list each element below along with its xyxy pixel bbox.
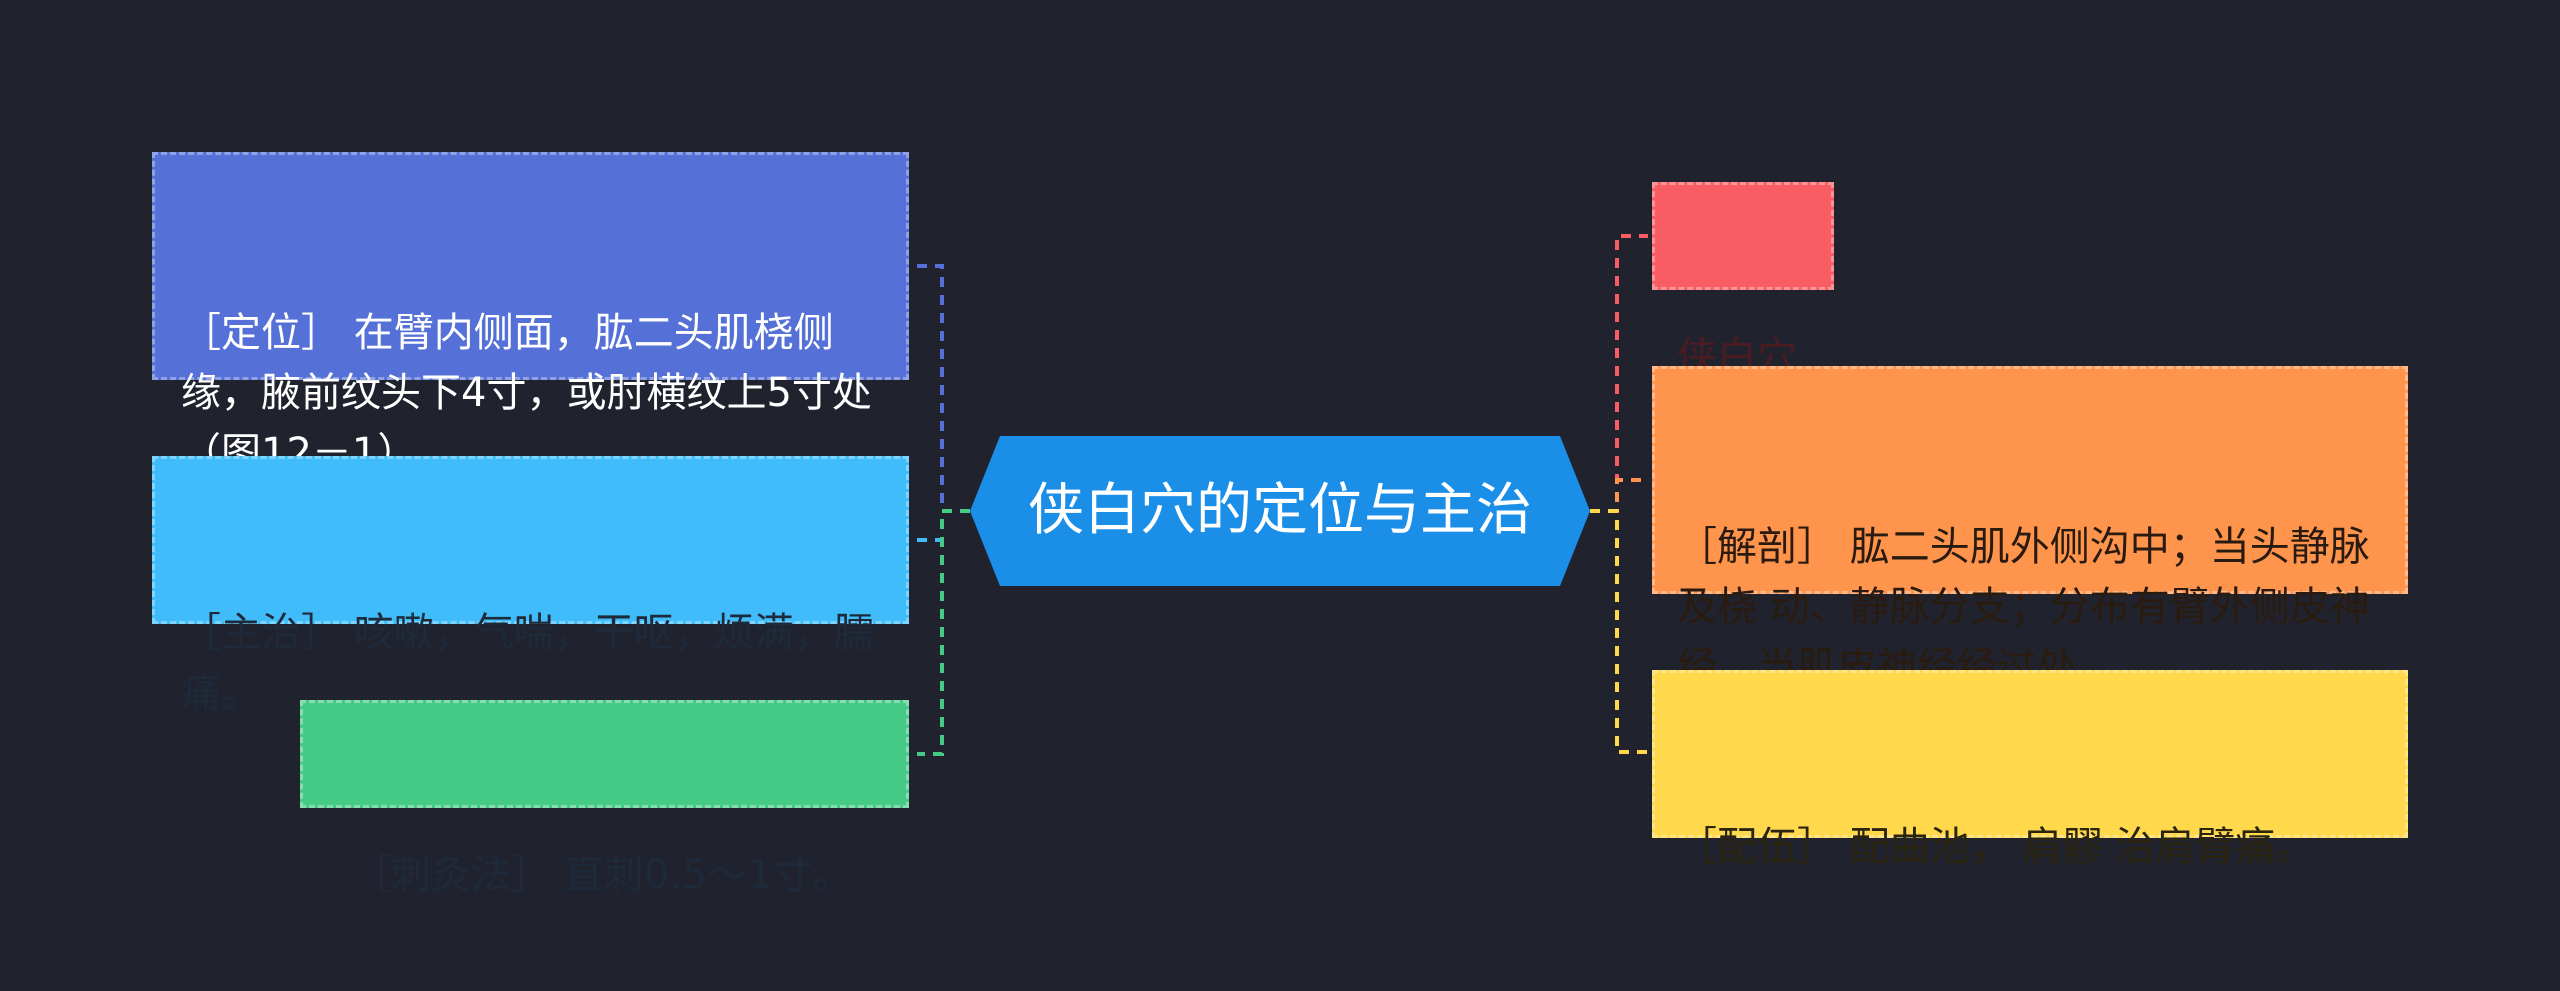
right-node-combination[interactable]: ［配伍］ 配曲池， 肩髎 治肩臂痛。	[1652, 670, 2408, 870]
left-node-location[interactable]: ［定位］ 在臂内侧面，肱二头肌桡侧缘，腋前纹头下4寸，或肘横纹上5寸处（图12－…	[152, 152, 909, 476]
left-node-method[interactable]: ［刺灸法］ 直刺0.5～1寸。	[300, 700, 909, 898]
right-node-anatomy[interactable]: ［解剖］ 肱二头肌外侧沟中；当头静脉及桡 动、静脉分支；分布有臂外侧皮神经，当肌…	[1652, 366, 2408, 690]
connector-right-0	[1590, 234, 1648, 513]
right-node-combination-text: ［配伍］ 配曲池， 肩髎 治肩臂痛。	[1677, 824, 2316, 870]
connector-right-1	[1590, 478, 1648, 513]
left-node-indications-text: ［主治］ 咳嗽，气喘，干呕，烦满，臑痛。	[181, 610, 874, 716]
left-node-method-text: ［刺灸法］ 直刺0.5～1寸。	[351, 852, 853, 898]
center-hexagon-shape	[970, 436, 1590, 586]
center-hexagon	[970, 436, 1590, 586]
center-topic[interactable]: 侠白穴的定位与主治	[970, 436, 1590, 586]
connector-left-2	[917, 509, 970, 756]
right-node-point-name[interactable]: 侠白穴	[1652, 182, 1834, 380]
connector-right-2	[1590, 509, 1648, 754]
connector-left-0	[917, 264, 970, 513]
left-node-indications[interactable]: ［主治］ 咳嗽，气喘，干呕，烦满，臑痛。	[152, 456, 909, 716]
center-topic-label: 侠白穴的定位与主治	[1028, 478, 1532, 543]
